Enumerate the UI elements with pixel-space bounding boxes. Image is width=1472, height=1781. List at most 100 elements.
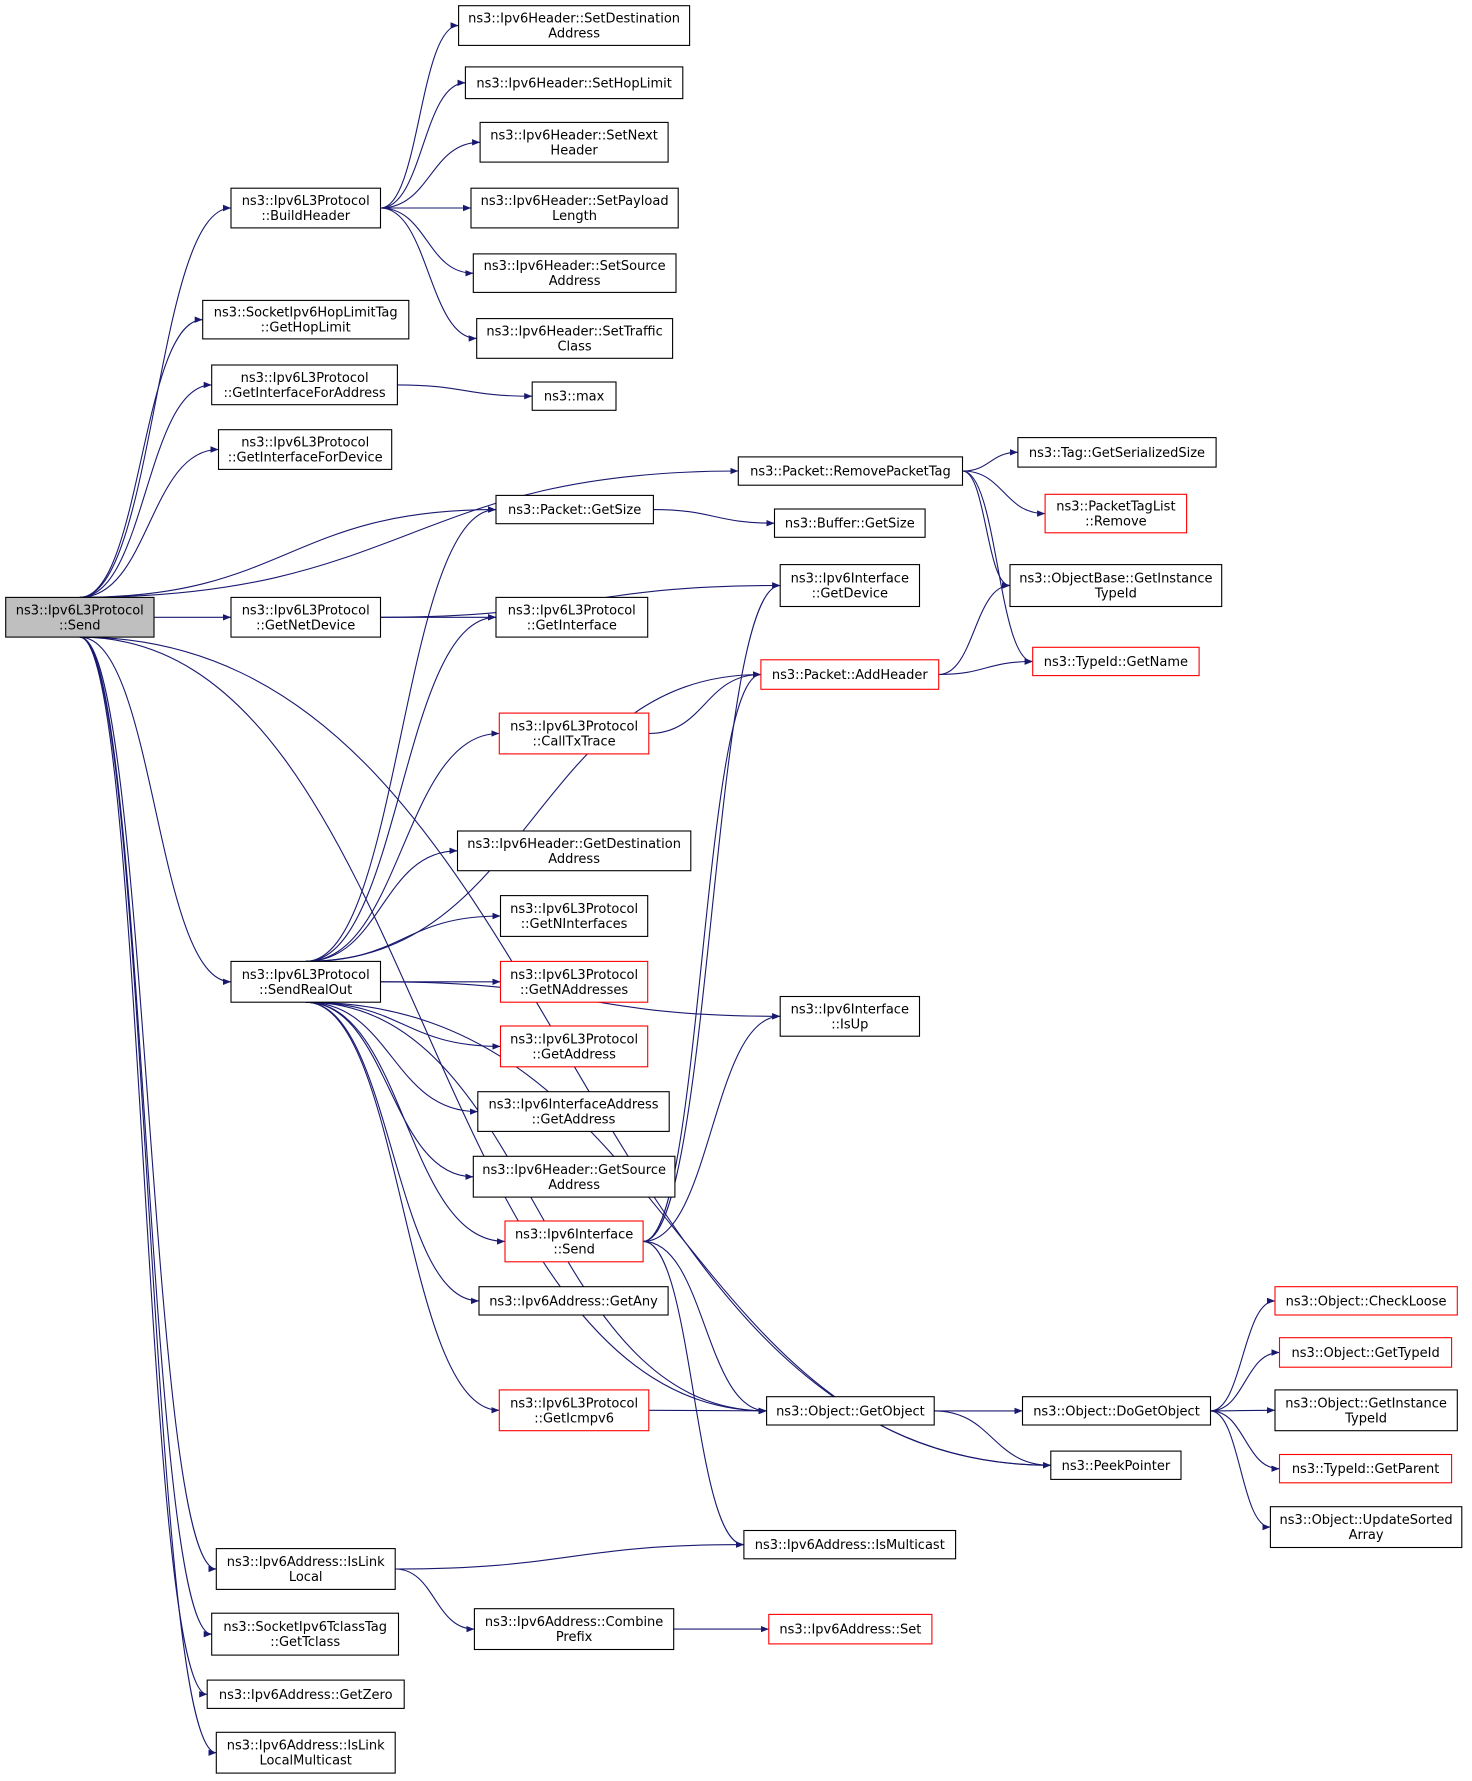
node-label: ns3::Object::UpdateSorted <box>1280 1513 1453 1528</box>
node-getnaddresses[interactable]: ns3::Ipv6L3Protocol::GetNAddresses <box>499 960 649 1003</box>
call-edge-removetag-to-getname <box>962 470 1033 665</box>
node-calltx[interactable]: ns3::Ipv6L3Protocol::CallTxTrace <box>498 712 650 755</box>
node-gettclass[interactable]: ns3::SocketIpv6TclassTag::GetTclass <box>211 1612 400 1656</box>
node-label: ns3::Ipv6Header::SetSource <box>484 259 666 274</box>
node-label: ::GetInterfaceForDevice <box>228 451 383 466</box>
node-addrset[interactable]: ns3::Ipv6Address::Set <box>768 1613 933 1645</box>
call-edge-buildheader-to-settraffic <box>380 207 477 342</box>
node-sendrealout[interactable]: ns3::Ipv6L3Protocol::SendRealOut <box>230 960 382 1003</box>
node-label: LocalMulticast <box>259 1754 351 1769</box>
node-label: ns3::SocketIpv6HopLimitTag <box>214 306 398 321</box>
call-edge-sendrealout-to-getsrcaddr <box>305 1001 474 1180</box>
node-bufsize[interactable]: ns3::Buffer::GetSize <box>773 508 926 538</box>
call-edge-sendrealout-to-getinterface <box>305 614 497 962</box>
call-edge-sendrealout-to-calltx <box>305 730 500 962</box>
call-edge-addheader-to-getname <box>938 658 1033 676</box>
node-geticmp[interactable]: ns3::Ipv6L3Protocol::GetIcmpv6 <box>498 1389 650 1432</box>
node-label: Address <box>548 1178 600 1193</box>
call-edge-send-to-pktsize <box>79 506 497 598</box>
node-peekpointer[interactable]: ns3::PeekPointer <box>1050 1450 1182 1480</box>
call-edge-removetag-to-getinstance <box>962 470 1011 589</box>
call-edge-dogetobject-to-updatesorted <box>1210 1410 1271 1531</box>
node-label: ns3::Ipv6L3Protocol <box>510 968 638 983</box>
node-label: Class <box>557 339 591 354</box>
call-edge-sendrealout-to-getdestaddr <box>305 847 458 962</box>
node-ifsend[interactable]: ns3::Ipv6Interface::Send <box>504 1220 644 1263</box>
node-getifaddr[interactable]: ns3::Ipv6L3Protocol::GetInterfaceForAddr… <box>211 364 398 406</box>
node-getany[interactable]: ns3::Ipv6Address::GetAny <box>478 1286 669 1316</box>
node-checkloose[interactable]: ns3::Object::CheckLoose <box>1274 1286 1458 1316</box>
call-edge-sendrealout-to-getany <box>305 1001 480 1305</box>
node-taglistremove[interactable]: ns3::PacketTagList::Remove <box>1044 493 1188 534</box>
call-edge-sendrealout-to-addheader <box>305 671 761 962</box>
call-edge-sendrealout-to-ifaddrgetaddr <box>305 1001 478 1115</box>
node-getparent[interactable]: ns3::TypeId::GetParent <box>1278 1453 1453 1484</box>
node-getninterfaces[interactable]: ns3::Ipv6L3Protocol::GetNInterfaces <box>499 895 649 937</box>
node-label: ::CallTxTrace <box>533 735 616 750</box>
call-edge-sendrealout-to-peekpointer <box>305 1001 1051 1469</box>
node-getnetdev[interactable]: ns3::Ipv6L3Protocol::GetNetDevice <box>230 596 382 638</box>
call-edge-sendrealout-to-pktsize <box>305 506 497 962</box>
call-edge-dogetobject-to-gettypeid <box>1210 1349 1280 1412</box>
node-isup[interactable]: ns3::Ipv6Interface::IsUp <box>779 995 921 1037</box>
call-edge-send-to-gettclass <box>79 636 212 1638</box>
node-ifaddrgetaddr[interactable]: ns3::Ipv6InterfaceAddress::GetAddress <box>477 1091 670 1132</box>
node-label: ::GetNAddresses <box>520 983 628 998</box>
node-tagsize[interactable]: ns3::Tag::GetSerializedSize <box>1017 437 1217 468</box>
node-max[interactable]: ns3::max <box>531 381 617 411</box>
node-label: Prefix <box>556 1630 593 1645</box>
node-getinterface[interactable]: ns3::Ipv6L3Protocol::GetInterface <box>495 596 649 638</box>
node-getname[interactable]: ns3::TypeId::GetName <box>1032 646 1200 677</box>
node-gethoplimit[interactable]: ns3::SocketIpv6HopLimitTag::GetHopLimit <box>202 299 410 340</box>
node-getobject[interactable]: ns3::Object::GetObject <box>766 1396 935 1426</box>
node-label: ::GetInterfaceForAddress <box>223 386 385 401</box>
node-label: ns3::Ipv6L3Protocol <box>510 1396 638 1411</box>
node-label: ns3::Ipv6Address::GetAny <box>489 1294 658 1309</box>
node-label: ns3::PeekPointer <box>1062 1459 1171 1474</box>
node-label: ::GetAddress <box>532 1047 616 1062</box>
node-addheader[interactable]: ns3::Packet::AddHeader <box>760 659 940 690</box>
call-edge-send-to-removetag <box>79 467 739 598</box>
node-gettypeid[interactable]: ns3::Object::GetTypeId <box>1278 1337 1453 1368</box>
node-sethop[interactable]: ns3::Ipv6Header::SetHopLimit <box>464 66 684 100</box>
node-label: ::Send <box>553 1242 595 1257</box>
call-edge-ifsend-to-ifgetdev <box>643 582 781 1242</box>
node-label: ns3::Ipv6Address::Combine <box>485 1615 663 1630</box>
node-getzero[interactable]: ns3::Ipv6Address::GetZero <box>206 1679 405 1709</box>
node-getifdev[interactable]: ns3::Ipv6L3Protocol::GetInterfaceForDevi… <box>217 429 393 470</box>
node-label: ::Send <box>59 618 101 633</box>
node-getaddress[interactable]: ns3::Ipv6L3Protocol::GetAddress <box>499 1025 649 1068</box>
node-label: Header <box>550 143 598 158</box>
call-edge-sendrealout-to-geticmp <box>305 1001 500 1414</box>
node-label: ns3::Ipv6L3Protocol <box>510 1032 638 1047</box>
node-label: ::GetDevice <box>812 587 888 602</box>
node-dogetobject[interactable]: ns3::Object::DoGetObject <box>1021 1396 1212 1426</box>
node-label: ::GetNetDevice <box>256 618 355 633</box>
call-edge-send-to-gethoplimit <box>79 316 203 598</box>
call-edge-calltx-to-addheader <box>648 671 761 735</box>
node-removetag[interactable]: ns3::Packet::RemovePacketTag <box>737 456 964 486</box>
node-label: Address <box>548 852 600 867</box>
node-label: Array <box>1349 1528 1384 1543</box>
node-send[interactable]: ns3::Ipv6L3Protocol::Send <box>5 596 155 638</box>
call-edge-send-to-getifdev <box>79 446 219 598</box>
node-ismulticast[interactable]: ns3::Ipv6Address::IsMulticast <box>743 1529 957 1560</box>
node-pktsize[interactable]: ns3::Packet::GetSize <box>495 494 654 525</box>
node-buildheader[interactable]: ns3::Ipv6L3Protocol::BuildHeader <box>230 187 382 229</box>
node-label: Local <box>289 1570 323 1585</box>
node-ifgetdev[interactable]: ns3::Ipv6Interface::GetDevice <box>779 564 921 608</box>
